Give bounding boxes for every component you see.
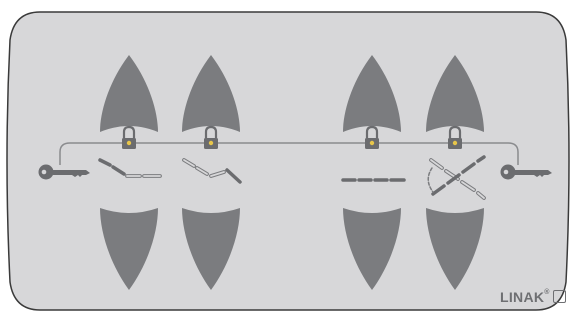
segments-trend-icon (427, 155, 486, 200)
brand-name: LINAK (500, 289, 545, 305)
seat-trend-down-button[interactable] (426, 208, 484, 290)
padlock-icon (204, 125, 218, 149)
key-icon (500, 164, 552, 180)
panel-body (6, 11, 570, 311)
seat-flat-up-button[interactable] (343, 55, 401, 132)
linak-symbol-icon (552, 290, 566, 303)
padlock-icon (365, 125, 379, 149)
seat-trend-up-button[interactable] (426, 55, 484, 132)
seat-flat-down-button[interactable] (343, 208, 401, 290)
lock-rail (59, 142, 519, 165)
brand-mark: ® (544, 289, 550, 296)
seat-tilt-legrest-up-button[interactable] (182, 55, 240, 132)
seat-tilt-back-down-button[interactable] (100, 208, 158, 290)
linak-logo-icon: LINAK® (500, 289, 566, 305)
seat-tilt-back-up-button[interactable] (100, 55, 158, 132)
segments-backrest-icon (98, 158, 162, 178)
padlock-icon (122, 125, 136, 149)
seat-tilt-legrest-down-button[interactable] (182, 208, 240, 290)
padlock-icon (448, 125, 462, 149)
segments-legrest-icon (182, 158, 242, 184)
key-icon (38, 164, 90, 180)
